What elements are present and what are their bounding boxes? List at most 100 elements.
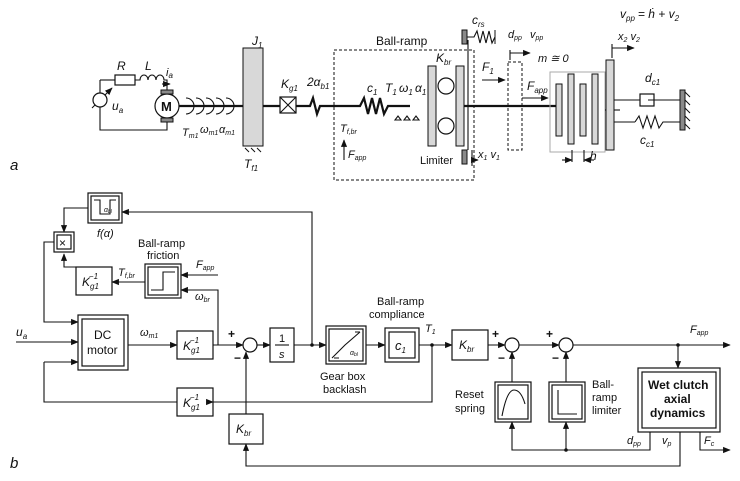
wet-clutch-label-1: Wet clutch bbox=[648, 378, 708, 392]
clutch-disc-3 bbox=[579, 83, 587, 137]
L-label: L bbox=[145, 59, 152, 73]
Fapp-label-b-in: Fapp bbox=[196, 259, 215, 272]
ua-label: ua bbox=[112, 99, 124, 115]
inertia-J1 bbox=[242, 47, 264, 147]
Tfbr-label: Tf,br bbox=[340, 123, 358, 136]
wet-clutch-label-3: dynamics bbox=[650, 406, 706, 420]
limiter-label-2: ramp bbox=[592, 392, 617, 404]
Kbr-label: Kbr bbox=[436, 51, 451, 67]
F1-label: F1 bbox=[482, 60, 494, 76]
kg1-inv-feedback-label: Kg1−1 bbox=[183, 393, 200, 412]
Tm1-label: Tm1 bbox=[182, 127, 199, 140]
limiter-label-3: limiter bbox=[592, 405, 622, 417]
clutch-disc-2 bbox=[567, 73, 575, 145]
alpha-bl-label-2: αbl bbox=[350, 350, 359, 358]
alpha-bl-label: αbl bbox=[104, 207, 113, 215]
piston-mass bbox=[507, 61, 523, 151]
compliance-title-2: compliance bbox=[369, 309, 425, 321]
integrator-num: 1 bbox=[279, 333, 285, 345]
panel-a-schematic: a vpp= ḣ + v2 R L ia ua M bbox=[10, 7, 691, 181]
panel-b-label: b bbox=[10, 455, 18, 472]
dc1-label: dc1 bbox=[645, 71, 660, 87]
dpp-label-b: dpp bbox=[627, 435, 641, 448]
limiter-wall bbox=[461, 149, 468, 165]
kbr-feedback-label: Kbr bbox=[236, 422, 251, 438]
ball-top bbox=[437, 77, 455, 95]
Tfbr-label-b: Tf,br bbox=[118, 267, 136, 280]
clutch-disc-4 bbox=[591, 73, 599, 145]
ball-bottom bbox=[437, 117, 455, 135]
clutch-end-plate bbox=[605, 59, 615, 151]
kg1-inv-forward-block bbox=[176, 330, 214, 360]
sum2-minus: − bbox=[498, 351, 505, 365]
cc1-label: cc1 bbox=[640, 133, 654, 149]
f-alpha-label: f(α) bbox=[97, 228, 114, 240]
alpha1-label: α1 bbox=[415, 81, 426, 97]
sum3-plus: + bbox=[546, 327, 553, 341]
ramp-rotation-arcs bbox=[393, 115, 421, 121]
omega1-label: ω1 bbox=[399, 81, 413, 97]
gearbox-label-2: backlash bbox=[323, 384, 366, 396]
Fapp-label-b-out: Fapp bbox=[690, 324, 709, 337]
multiply-symbol: × bbox=[59, 236, 66, 250]
Fapp-label-a2: Fapp bbox=[527, 79, 548, 95]
c1-label: c1 bbox=[367, 81, 377, 97]
kbr-forward-block bbox=[451, 329, 489, 361]
m0-label: m ≅ 0 bbox=[538, 53, 569, 65]
omega-br-label: ωbr bbox=[195, 291, 210, 304]
T1-label-b: T1 bbox=[425, 323, 436, 336]
compliance-title-1: Ball-ramp bbox=[377, 296, 424, 308]
R-label: R bbox=[117, 59, 126, 73]
panel-b-block-diagram: b αbl f(α) × Kg1−1 Ball-ramp friction Tf… bbox=[10, 192, 731, 472]
kg1-inv-forward-label: Kg1−1 bbox=[183, 336, 200, 355]
sum-junction-2 bbox=[504, 337, 520, 353]
motor-M-label: M bbox=[161, 99, 172, 114]
panel-a-label: a bbox=[10, 157, 18, 174]
sum1-plus: + bbox=[228, 327, 235, 341]
vpp-label: vpp bbox=[530, 29, 543, 42]
ball-ramp-title: Ball-ramp bbox=[376, 34, 428, 48]
dc-motor-label-1: DC bbox=[94, 328, 112, 342]
dpp-label: dpp bbox=[508, 29, 522, 42]
sum-junction-1 bbox=[242, 337, 258, 353]
reset-label-2: spring bbox=[455, 403, 485, 415]
limiter-label-1: Ball- bbox=[592, 379, 614, 391]
ramp-plate-right bbox=[455, 65, 465, 147]
motor-rotation-arcs bbox=[185, 97, 235, 115]
spring-cc1 bbox=[634, 114, 680, 130]
reset-spring-crs bbox=[467, 29, 496, 45]
sum3-minus: − bbox=[552, 351, 559, 365]
x1v1-label: x1 v1 bbox=[477, 149, 500, 162]
spring-c1 bbox=[345, 94, 410, 118]
friction-title-2: friction bbox=[147, 250, 179, 262]
sum1-minus: − bbox=[234, 351, 241, 365]
h-label: h bbox=[590, 149, 597, 163]
ground-wall-right bbox=[679, 89, 686, 131]
reset-label-1: Reset bbox=[455, 389, 484, 401]
backlash-symbol bbox=[296, 94, 345, 118]
Fc-label-b: Fc bbox=[704, 435, 715, 448]
dc-motor-label-2: motor bbox=[87, 343, 118, 357]
omega-m1-label: ωm1 bbox=[200, 124, 218, 137]
Tf1-label: Tf1 bbox=[244, 157, 258, 173]
kbr-forward-label: Kbr bbox=[459, 338, 474, 354]
resistor-R bbox=[114, 74, 136, 86]
x2v2-label: x2 v2 bbox=[617, 31, 640, 44]
J1-label: J1 bbox=[251, 34, 262, 50]
twoalpha-label: 2αb1 bbox=[306, 75, 329, 91]
kg1-inv-feedback-block bbox=[176, 387, 214, 417]
omega-m1-label-b: ωm1 bbox=[140, 327, 158, 340]
T1-label: T1 bbox=[385, 81, 397, 97]
c1-label-b: c1 bbox=[395, 338, 406, 355]
ramp-plate-left bbox=[427, 65, 437, 147]
wet-clutch-label-2: axial bbox=[664, 392, 691, 406]
clutch-disc-1 bbox=[555, 83, 563, 137]
alpha-m1-label: αm1 bbox=[219, 124, 235, 137]
limiter-label: Limiter bbox=[420, 155, 453, 167]
ball-ramp-box bbox=[333, 49, 475, 181]
clutch-pack-box bbox=[549, 71, 606, 153]
Kg1-label: Kg1 bbox=[281, 77, 298, 93]
inductor-L bbox=[135, 74, 168, 94]
ia-label: ia bbox=[166, 67, 173, 80]
